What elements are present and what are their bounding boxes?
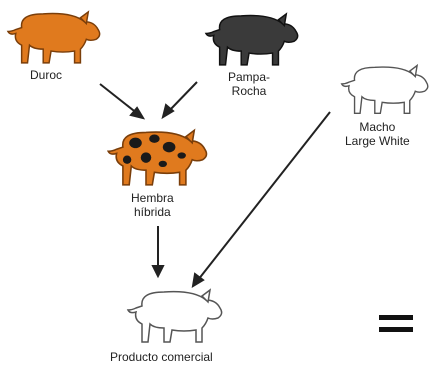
arrowhead bbox=[161, 103, 175, 120]
arrowhead bbox=[191, 272, 205, 288]
pig-spots bbox=[122, 134, 186, 168]
label-producto-text: Producto comercial bbox=[110, 350, 213, 364]
label-hembra-line2: híbrida bbox=[133, 205, 171, 219]
large-white-pig-icon bbox=[340, 64, 429, 115]
arrow-duroc-to-hembra bbox=[99, 83, 139, 115]
label-macho-line1: Macho bbox=[359, 120, 396, 134]
equals-sign bbox=[379, 315, 413, 332]
arrowhead bbox=[129, 106, 146, 120]
arrow-pampa-to-hembra bbox=[167, 81, 198, 113]
hembra-hibrida-pig-icon bbox=[107, 129, 208, 186]
label-duroc: Duroc bbox=[30, 68, 62, 82]
label-pampa-rocha: Pampa- Rocha bbox=[228, 70, 270, 98]
label-hembra-line1: Hembra bbox=[131, 191, 174, 205]
pampa-rocha-pig-icon bbox=[205, 13, 299, 66]
label-duroc-text: Duroc bbox=[30, 68, 63, 82]
label-pampa-rocha-line2: Rocha bbox=[231, 84, 267, 98]
label-macho-large-white: Macho Large White bbox=[345, 120, 410, 148]
duroc-pig-icon bbox=[7, 11, 101, 64]
label-producto-comercial: Producto comercial bbox=[110, 350, 213, 364]
label-hembra-hibrida: Hembra híbrida bbox=[131, 191, 174, 219]
producto-comercial-pig-icon bbox=[127, 289, 223, 343]
arrow-macho-to-producto bbox=[197, 111, 331, 281]
label-macho-line2: Large White bbox=[345, 134, 410, 148]
arrows bbox=[99, 81, 331, 288]
label-pampa-rocha-line1: Pampa- bbox=[228, 70, 271, 84]
arrowhead bbox=[151, 265, 165, 279]
